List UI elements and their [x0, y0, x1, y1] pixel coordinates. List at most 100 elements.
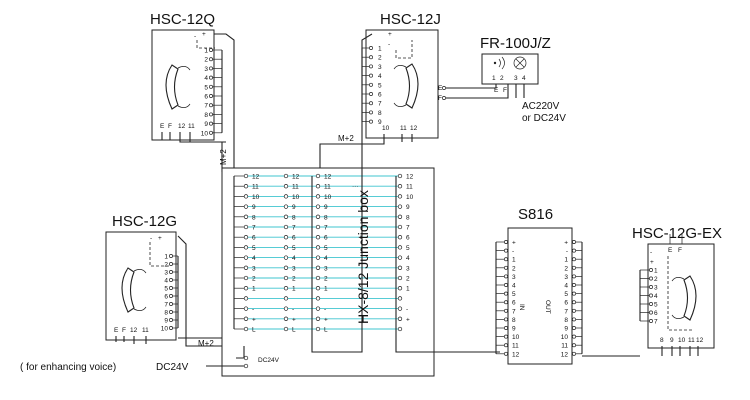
junction-terminal — [243, 286, 249, 291]
s816-in-terminal-8: 7 — [512, 308, 516, 315]
s816-in-screw — [504, 291, 508, 296]
hsc12q-terminal-screw — [209, 103, 213, 108]
junction-terminal — [283, 326, 289, 332]
junction-terminal-label-4: 4 — [324, 255, 328, 262]
junction-terminal — [315, 296, 321, 301]
hsc12gex-terminal-2: 2 — [654, 276, 658, 283]
junction-terminal-label-2: 2 — [292, 276, 296, 283]
hsc12gex-terminal-screw — [649, 276, 653, 281]
s816-out-screw — [572, 274, 576, 279]
junction-terminal-label-7: 7 — [252, 225, 256, 232]
junction-terminal-label-3: 3 — [324, 265, 328, 272]
junction-terminal-label-11: 11 — [252, 184, 259, 191]
s816-body — [507, 227, 573, 365]
hsc12j-bottom-11: 11 — [400, 125, 407, 132]
hsc12j-terminal-9: 9 — [378, 119, 382, 126]
junction-terminal — [315, 173, 321, 179]
junction-terminal-label-12: 12 — [324, 174, 332, 181]
hsc12gex-terminal-1: 1 — [654, 268, 658, 275]
junction-terminal — [243, 255, 249, 260]
hsc12g-terminal-screw — [169, 270, 173, 274]
hsc12q-terminal-screw — [209, 130, 213, 135]
s816-out-screw — [572, 308, 576, 313]
junction-terminal — [315, 306, 321, 311]
hsc12g-bottom-f: F — [122, 327, 126, 334]
s816-in-terminal-9: 8 — [512, 317, 516, 324]
hsc12g-terminal-screw — [169, 294, 173, 298]
junction-terminal — [243, 214, 249, 219]
junction-terminal-label--: - — [292, 306, 294, 313]
hsc12j-bottom-12: 12 — [410, 125, 418, 132]
s816-out-terminal-6: 5 — [564, 291, 568, 298]
junction-box-frame — [221, 167, 435, 377]
junction-terminal-label-6: 6 — [324, 235, 328, 242]
hsc12j-terminal-screw — [369, 92, 373, 96]
hsc12q-terminal-screw — [209, 121, 213, 126]
s816-out-screw — [572, 326, 576, 330]
junction-terminal — [397, 224, 403, 230]
hsc12j-terminal-1: 1 — [378, 46, 382, 53]
junction-right-label--: - — [406, 306, 408, 313]
hsc12g-terminal-6: 6 — [164, 294, 168, 301]
s816-out-terminal-11: 10 — [561, 334, 569, 341]
handset-icon — [165, 64, 191, 110]
s816-out-terminal-13: 12 — [561, 351, 569, 358]
junction-terminal — [397, 255, 403, 260]
junction-box-title: HX-8/12 Junction box — [355, 190, 371, 324]
hsc12q-terminal-4: 4 — [204, 75, 208, 82]
device-fr100jz: FR-100J/Z 1 2 3 4 E F AC220V or DC24V — [480, 35, 566, 124]
hsc12g-terminal-screw — [169, 310, 173, 314]
s816-in-terminal-1: - — [512, 248, 514, 255]
hsc12gex-terminal-4: 4 — [654, 293, 658, 300]
junction-terminal-label-+: + — [324, 316, 328, 323]
hsc12j-terminal-6: 6 — [378, 92, 382, 99]
junction-terminal-label-10: 10 — [292, 194, 300, 201]
s816-in-terminal-0: + — [512, 240, 516, 247]
hsc12j-side-f: F — [438, 95, 442, 102]
hsc12g-terminal-screw — [169, 302, 173, 306]
junction-terminal — [243, 224, 249, 230]
hsc12j-terminal-screw — [369, 64, 373, 69]
junction-terminal — [283, 173, 289, 179]
junction-terminal — [315, 184, 321, 189]
junction-j-feed — [311, 146, 363, 353]
junction-terminal — [283, 306, 289, 311]
junction-terminal — [283, 286, 289, 291]
junction-terminal — [397, 184, 403, 189]
junction-terminal — [397, 204, 403, 209]
s816-out-screw — [572, 257, 576, 262]
junction-terminal-label-1: 1 — [324, 286, 328, 293]
hsc12q-terminal-7: 7 — [204, 103, 208, 110]
junction-terminal — [243, 316, 249, 321]
junction-terminal-label-9: 9 — [292, 204, 296, 211]
junction-terminal — [397, 235, 403, 240]
junction-terminal — [283, 194, 289, 199]
s816-in-terminal-10: 9 — [512, 326, 516, 333]
hsc12gex-bottom-9: 9 — [670, 337, 674, 344]
hsc12gex-top-f: F — [678, 247, 682, 254]
junction-terminal-label-5: 5 — [292, 245, 296, 252]
hsc12g-bottom-11: 11 — [142, 327, 149, 334]
junction-terminal — [243, 296, 249, 301]
ac-label-line1: AC220V — [522, 101, 560, 112]
hsc12gex-terminal-screw — [649, 302, 653, 306]
junction-terminal — [283, 214, 289, 219]
junction-terminal-label-10: 10 — [252, 194, 260, 201]
hsc12g-terminal-1: 1 — [164, 254, 168, 261]
hsc12q-terminal-10: 10 — [201, 130, 209, 137]
dc24v-input-label: DC24V — [156, 362, 189, 373]
junction-terminal — [315, 286, 321, 291]
hsc12g-minus-label: - — [150, 235, 152, 242]
junction-terminal — [243, 204, 249, 209]
s816-out-terminal-9: 8 — [564, 317, 568, 324]
junction-right-label-6: 6 — [406, 235, 410, 242]
hsc12q-bottom-f: F — [168, 123, 172, 130]
hsc12gex-bottom-12: 12 — [696, 337, 704, 344]
junction-terminal-label-4: 4 — [292, 255, 296, 262]
handset-icon — [393, 63, 419, 109]
junction-terminal — [283, 316, 289, 321]
hsc12q-terminal-5: 5 — [204, 84, 208, 91]
